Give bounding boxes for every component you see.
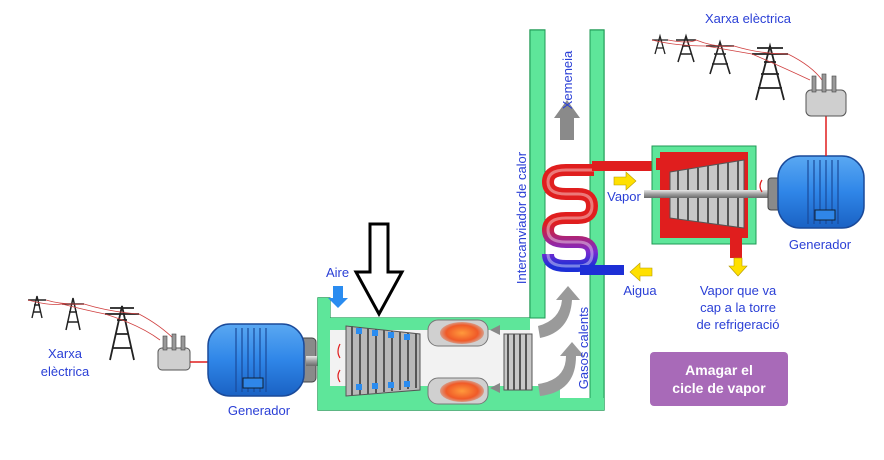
label-vapor-torre-line1: Vapor que va — [700, 283, 777, 298]
hide-steam-cycle-button[interactable]: Amagar el cicle de vapor — [650, 352, 788, 406]
insulator-icon — [805, 73, 847, 117]
steam-turbine — [644, 145, 774, 277]
label-xemeneia: Xemeneia — [560, 50, 575, 109]
label-vapor-torre-line2: cap a la torre — [700, 300, 776, 315]
label-gasos-calents: Gasos calents — [576, 306, 591, 389]
left-transmission-towers — [27, 295, 210, 371]
label-intercanviador: Intercanviador de calor — [514, 151, 529, 284]
water-arrow — [629, 262, 653, 282]
rotation-markers — [337, 179, 763, 383]
label-generador-right: Generador — [789, 237, 852, 252]
label-vapor: Vapor — [607, 189, 641, 204]
transmission-tower-icon — [706, 39, 734, 75]
label-xarxa-left-line2: elèctrica — [41, 364, 90, 379]
down-arrow-pointer-icon — [353, 222, 405, 318]
label-xarxa-left-line1: Xarxa — [48, 346, 83, 361]
hide-steam-cycle-button-line1: Amagar el — [685, 362, 753, 378]
insulator-icon — [157, 333, 210, 371]
transmission-tower-icon — [676, 33, 696, 63]
air-inlet-arrow — [328, 286, 348, 308]
vapor-arrow — [613, 171, 637, 191]
transmission-tower-icon — [28, 295, 46, 319]
label-aigua: Aigua — [623, 283, 657, 298]
transmission-tower-icon — [62, 297, 84, 331]
hot-gas-arrows — [538, 100, 584, 396]
power-lines — [27, 299, 176, 341]
heat-exchanger-coil — [541, 161, 660, 275]
right-transmission-towers — [651, 33, 847, 117]
label-aire: Aire — [326, 265, 349, 280]
label-xarxa-right: Xarxa elèctrica — [705, 11, 792, 26]
power-lines — [651, 39, 823, 81]
generator-icon — [207, 323, 317, 397]
gas-turbine — [503, 333, 533, 391]
hide-steam-cycle-button-line2: cicle de vapor — [672, 380, 766, 396]
combustion-chambers — [427, 319, 500, 405]
generator-icon — [767, 116, 865, 229]
label-generador-left: Generador — [228, 403, 291, 418]
compressor — [345, 325, 421, 397]
transmission-tower-icon — [105, 305, 139, 361]
transmission-tower-icon — [652, 33, 668, 55]
label-vapor-torre-line3: de refrigeració — [696, 317, 779, 332]
